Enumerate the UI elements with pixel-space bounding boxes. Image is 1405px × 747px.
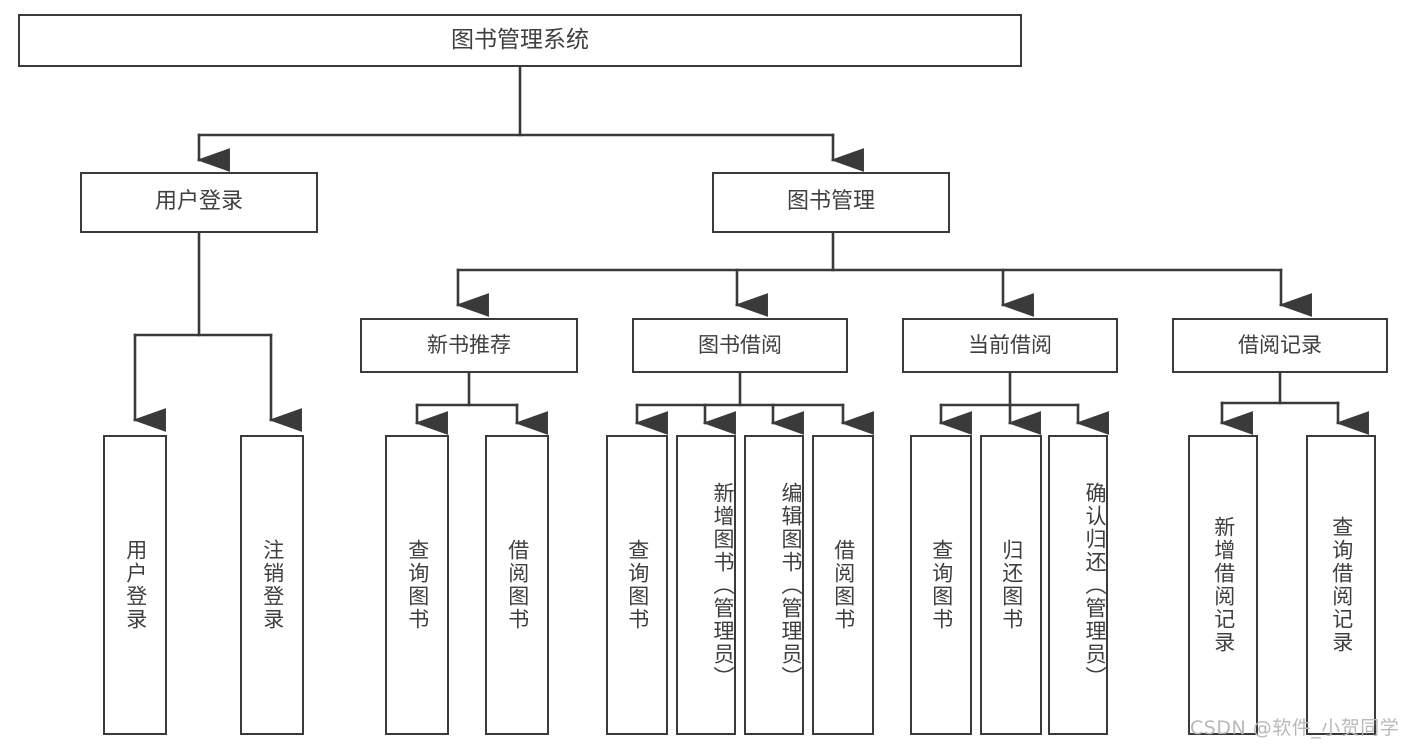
node-label: 查询图书	[625, 539, 650, 631]
leaf-borrow-book-1[interactable]: 借阅图书	[485, 435, 549, 735]
leaf-add-book[interactable]: 新增图书（管理员）	[676, 435, 736, 735]
leaf-logout-login[interactable]: 注销登录	[240, 435, 304, 735]
node-borrow-record[interactable]: 借阅记录	[1172, 318, 1388, 373]
node-label: 图书管理	[786, 189, 875, 215]
node-label: 确认归还（管理员）	[1083, 481, 1107, 689]
node-current-borrow[interactable]: 当前借阅	[902, 318, 1118, 373]
node-label: 新增借阅记录	[1211, 516, 1236, 654]
leaf-query-book-1[interactable]: 查询图书	[385, 435, 449, 735]
leaf-edit-book[interactable]: 编辑图书（管理员）	[744, 435, 804, 735]
watermark-text: CSDN @软件_小贺同学	[1190, 717, 1400, 739]
leaf-query-record[interactable]: 查询借阅记录	[1306, 435, 1376, 735]
node-label: 编辑图书（管理员）	[779, 481, 803, 689]
leaf-query-book-2[interactable]: 查询图书	[606, 435, 668, 735]
leaf-borrow-book-2[interactable]: 借阅图书	[812, 435, 874, 735]
node-label: 查询图书	[929, 539, 954, 631]
node-label: 新增图书（管理员）	[711, 481, 735, 689]
node-label: 注销登录	[260, 539, 285, 631]
node-label: 归还图书	[999, 539, 1024, 631]
node-label: 图书管理系统	[451, 26, 589, 53]
node-label: 借阅图书	[505, 539, 530, 631]
node-label: 图书借阅	[698, 332, 782, 357]
node-user-login[interactable]: 用户登录	[80, 172, 318, 233]
node-book-borrow[interactable]: 图书借阅	[632, 318, 848, 373]
node-label: 借阅图书	[831, 539, 856, 631]
node-book-manage[interactable]: 图书管理	[712, 172, 950, 233]
node-root-system[interactable]: 图书管理系统	[18, 14, 1022, 67]
node-new-book-recommend[interactable]: 新书推荐	[360, 318, 578, 373]
node-label: 查询借阅记录	[1329, 516, 1354, 654]
node-label: 借阅记录	[1238, 332, 1322, 357]
leaf-confirm-return[interactable]: 确认归还（管理员）	[1048, 435, 1108, 735]
node-label: 查询图书	[405, 539, 430, 631]
leaf-return-book[interactable]: 归还图书	[980, 435, 1042, 735]
node-label: 当前借阅	[968, 332, 1052, 357]
node-label: 用户登录	[123, 539, 148, 631]
node-label: 新书推荐	[427, 332, 511, 357]
leaf-add-record[interactable]: 新增借阅记录	[1188, 435, 1258, 735]
leaf-user-login[interactable]: 用户登录	[103, 435, 167, 735]
leaf-query-book-3[interactable]: 查询图书	[910, 435, 972, 735]
node-label: 用户登录	[154, 189, 243, 215]
